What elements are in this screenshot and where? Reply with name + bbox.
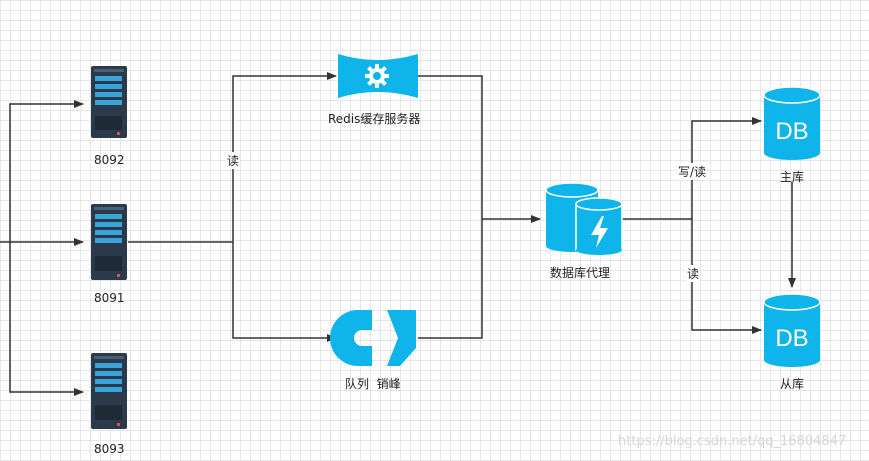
server-8093-label: 8093 — [94, 442, 125, 456]
server-8091-label: 8091 — [94, 291, 125, 305]
edge-to-redis — [232, 72, 337, 242]
master-db: DB — [763, 86, 821, 160]
proxy-label: 数据库代理 — [550, 266, 611, 280]
edge-queue-out — [418, 219, 483, 339]
server-8093 — [91, 353, 127, 429]
edge-left-to-8093 — [9, 242, 84, 396]
lightning-icon — [591, 216, 608, 248]
watermark: https://blog.csdn.net/qq_16804847 — [618, 434, 847, 449]
edge-to-queue — [232, 242, 337, 342]
slave-db-text: DB — [775, 325, 808, 352]
server-8092-label: 8092 — [94, 153, 125, 167]
edge-left-to-8092 — [9, 100, 84, 242]
queue-node — [330, 310, 416, 366]
edge-label-read: 读 — [226, 152, 241, 169]
database-proxy — [545, 182, 623, 255]
slave-db: DB — [763, 293, 821, 367]
slave-db-label: 从库 — [780, 377, 805, 391]
redis-cache-server — [338, 54, 418, 98]
edge-redis-out — [418, 75, 483, 219]
queue-label: 队列 销峰 — [345, 377, 401, 391]
edge-label-slave-read: 读 — [686, 265, 701, 282]
edge-label-write-read: 写/读 — [677, 163, 708, 180]
master-db-label: 主库 — [780, 170, 805, 184]
edge-to-slave — [691, 219, 762, 334]
edge-to-master — [691, 117, 762, 219]
queue-icon — [330, 310, 372, 366]
server-8092 — [91, 66, 127, 138]
redis-label: Redis缓存服务器 — [328, 112, 421, 126]
master-db-text: DB — [775, 118, 808, 145]
gear-icon — [365, 64, 389, 88]
server-8091 — [91, 204, 127, 280]
